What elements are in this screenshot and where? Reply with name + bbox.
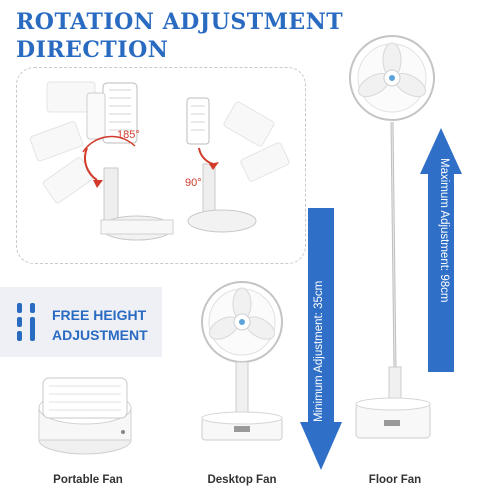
rotation-arrowhead-185 bbox=[93, 180, 103, 188]
arrow-up-icon bbox=[420, 128, 462, 372]
rotation-arrowhead-90 bbox=[209, 162, 219, 170]
rotation-arrow-90 bbox=[198, 147, 214, 165]
rotation-arc-185 bbox=[82, 135, 136, 153]
portable-fan-image bbox=[38, 377, 132, 455]
desktop-fan-image bbox=[201, 281, 283, 441]
minimum-adjustment-arrow: Minimum Adjustment: 35cm bbox=[300, 208, 342, 470]
rotation-angle-185: 185° bbox=[117, 129, 140, 141]
left-fan-base-rim bbox=[100, 219, 174, 235]
rotation-arrow-185 bbox=[84, 147, 98, 181]
rotation-angle-90: 90° bbox=[185, 177, 202, 189]
right-fan-head bbox=[186, 97, 210, 145]
caption-desktop-fan: Desktop Fan bbox=[207, 474, 277, 486]
caption-portable-fan: Portable Fan bbox=[53, 474, 123, 486]
rotation-illustration-panel: 185° 90° bbox=[16, 67, 306, 264]
height-adjust-icon bbox=[17, 303, 35, 341]
left-fan-ghosts bbox=[29, 81, 96, 204]
arrow-down-icon bbox=[300, 208, 342, 470]
free-height-badge: FREE HEIGHT ADJUSTMENT bbox=[0, 287, 162, 357]
heading-line-2: DIRECTION bbox=[16, 37, 169, 63]
maximum-adjustment-label: Maximum Adjustment: 98cm bbox=[438, 158, 450, 303]
maximum-adjustment-arrow: Maximum Adjustment: 98cm bbox=[420, 128, 462, 372]
rotation-illustration: 185° 90° bbox=[29, 81, 290, 241]
floor-fan-image bbox=[349, 35, 435, 439]
right-fan-base bbox=[187, 209, 257, 233]
left-fan-head bbox=[86, 82, 138, 144]
page-heading: ROTATION ADJUSTMENT DIRECTION bbox=[16, 8, 346, 64]
minimum-adjustment-label: Minimum Adjustment: 35cm bbox=[313, 280, 325, 422]
free-height-line-1: FREE HEIGHT bbox=[52, 307, 147, 323]
free-height-line-2: ADJUSTMENT bbox=[52, 327, 148, 343]
left-fan-pole bbox=[103, 167, 119, 227]
caption-floor-fan: Floor Fan bbox=[368, 474, 422, 486]
heading-line-1: ROTATION ADJUSTMENT bbox=[16, 9, 344, 35]
right-fan-ghosts bbox=[223, 101, 290, 182]
